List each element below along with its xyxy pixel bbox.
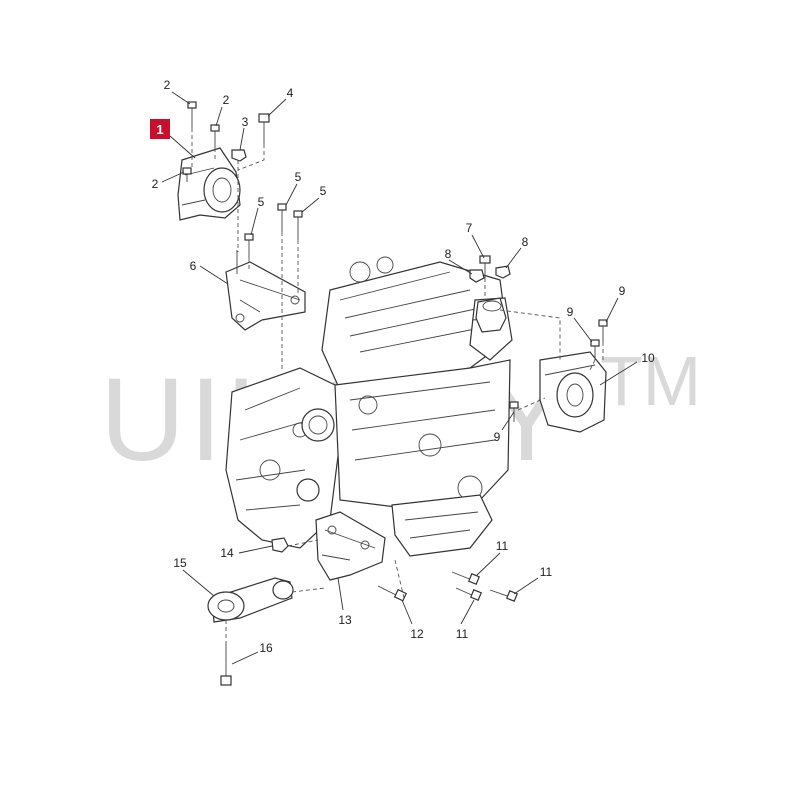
callout-8-label: 8 xyxy=(522,235,529,249)
callout-11-label: 11 xyxy=(540,565,553,579)
bolt-icon xyxy=(509,401,519,422)
callout-8-label: 8 xyxy=(445,247,452,261)
callout-12-label: 12 xyxy=(410,627,424,641)
part-1-upper-mount xyxy=(177,147,241,221)
bolt-icon xyxy=(489,589,518,602)
callout-13-label: 13 xyxy=(338,613,352,627)
callout-4-label: 4 xyxy=(287,86,294,100)
watermark-tm: TM xyxy=(600,342,701,420)
callout-9-label: 9 xyxy=(619,284,626,298)
callouts: 1 2 2 2 3 4 5 5 5 6 7 8 8 9 9 9 10 11 11… xyxy=(150,78,655,655)
bolt-icon xyxy=(479,255,491,278)
nut-icon xyxy=(271,537,289,553)
bolt-icon xyxy=(220,642,232,686)
bolt-icon xyxy=(451,571,480,585)
callout-9-label: 9 xyxy=(567,305,574,319)
bolt-icon xyxy=(258,113,270,144)
callout-7-label: 7 xyxy=(466,221,473,235)
bolt-icon xyxy=(244,233,254,258)
callout-1-badge: 1 xyxy=(150,119,170,139)
bolt-icon xyxy=(590,339,600,360)
nut-icon xyxy=(495,265,511,279)
bolt-icon xyxy=(293,210,303,240)
leader-lines xyxy=(161,91,638,665)
callout-5-label: 5 xyxy=(258,195,265,209)
bolt-icon xyxy=(455,587,482,601)
callout-11-label: 11 xyxy=(496,539,509,553)
callout-5-label: 5 xyxy=(295,170,302,184)
bolt-icon xyxy=(187,101,197,128)
callout-5-label: 5 xyxy=(320,184,327,198)
bolt-icon xyxy=(598,319,608,342)
callout-15-label: 15 xyxy=(173,556,187,570)
callout-6-label: 6 xyxy=(190,259,197,273)
callout-10-label: 10 xyxy=(641,351,655,365)
part-upper-right-bracket xyxy=(475,297,507,333)
callout-16-label: 16 xyxy=(259,641,273,655)
bolt-icon xyxy=(377,585,408,602)
callout-2-label: 2 xyxy=(223,93,230,107)
alignment-lines xyxy=(191,128,604,642)
nut-icon xyxy=(469,269,485,283)
nut-icon xyxy=(231,149,247,162)
callout-9-label: 9 xyxy=(494,430,501,444)
callout-3-label: 3 xyxy=(242,115,249,129)
engine-assembly xyxy=(225,256,513,557)
callout-2-label: 2 xyxy=(164,78,171,92)
callout-2-label: 2 xyxy=(152,177,159,191)
bolt-icon xyxy=(210,124,220,148)
part-10-right-mount xyxy=(539,351,607,433)
callout-11-label: 11 xyxy=(456,627,469,641)
callout-14-label: 14 xyxy=(220,546,234,560)
callout-1-highlight xyxy=(150,119,170,139)
fasteners xyxy=(182,101,608,686)
bolt-icon xyxy=(277,203,287,232)
part-13-lower-bracket xyxy=(315,511,386,581)
bolt-icon xyxy=(182,167,192,182)
part-6-bracket xyxy=(225,261,306,331)
part-15-torque-rod xyxy=(207,577,294,623)
callout-1-label: 1 xyxy=(156,122,163,137)
